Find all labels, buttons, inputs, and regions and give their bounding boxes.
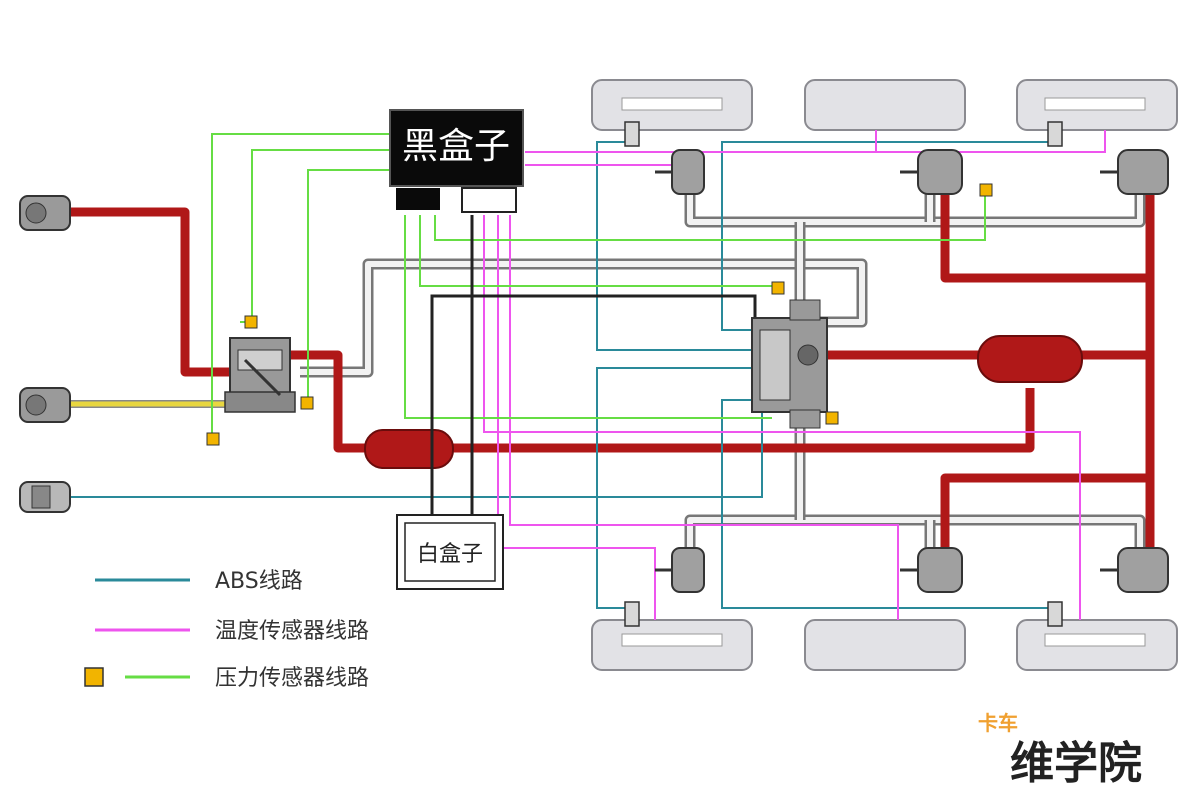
legend-item-abs: ABS线路 <box>95 569 303 594</box>
wheel-icon <box>591 79 753 131</box>
pressure-sensor-icon <box>771 281 785 295</box>
brake-chamber-icon <box>900 149 963 195</box>
white-box-label: 白盒子 <box>417 542 483 567</box>
legend-label-abs: ABS线路 <box>215 569 303 594</box>
pressure-sensor-icon <box>206 432 220 446</box>
watermark: 卡车 维学院 <box>978 711 1142 789</box>
wheels <box>591 79 1178 671</box>
brake-chamber-icon <box>655 547 705 593</box>
pressure-sensor-icon <box>825 411 839 425</box>
pressure-sensors <box>206 183 993 446</box>
temperature-lines <box>483 130 1106 620</box>
brake-chamber-icon <box>1100 149 1169 195</box>
air-tank-icon <box>977 335 1083 383</box>
legend-label-temperature: 温度传感器线路 <box>215 619 369 644</box>
brake-chamber-icon <box>19 195 71 231</box>
valve-icon <box>224 337 296 413</box>
watermark-large: 维学院 <box>1010 738 1142 789</box>
wheel-icon <box>804 79 966 131</box>
pressure-sensor-icon <box>244 315 258 329</box>
legend-item-pressure: 压力传感器线路 <box>84 666 369 691</box>
brake-chamber-icon <box>19 387 71 423</box>
air-tank-icon <box>364 429 454 469</box>
pressure-lines <box>211 133 986 435</box>
watermark-small: 卡车 <box>978 711 1018 735</box>
brake-chamber-icon <box>900 547 963 593</box>
wheel-icon <box>1016 79 1178 131</box>
legend: ABS线路 温度传感器线路 压力传感器线路 <box>84 569 369 691</box>
black-box-label: 黑盒子 <box>402 126 510 167</box>
white-box: 白盒子 <box>396 514 504 590</box>
legend-label-pressure: 压力传感器线路 <box>215 666 369 691</box>
pressure-sensor-icon <box>300 396 314 410</box>
wheel-speed-sensors <box>624 121 1063 627</box>
wheel-icon <box>1016 619 1178 671</box>
wheel-icon <box>591 619 753 671</box>
brake-chamber-icon <box>1100 547 1169 593</box>
legend-item-temperature: 温度传感器线路 <box>95 619 369 644</box>
brake-chamber-icon <box>655 149 705 195</box>
valve-icon <box>751 299 828 429</box>
signal-lines <box>430 215 757 515</box>
wheel-icon <box>804 619 966 671</box>
brake-chamber-icon <box>19 481 71 513</box>
black-box: 黑盒子 <box>389 109 524 213</box>
pressure-sensor-icon <box>979 183 993 197</box>
